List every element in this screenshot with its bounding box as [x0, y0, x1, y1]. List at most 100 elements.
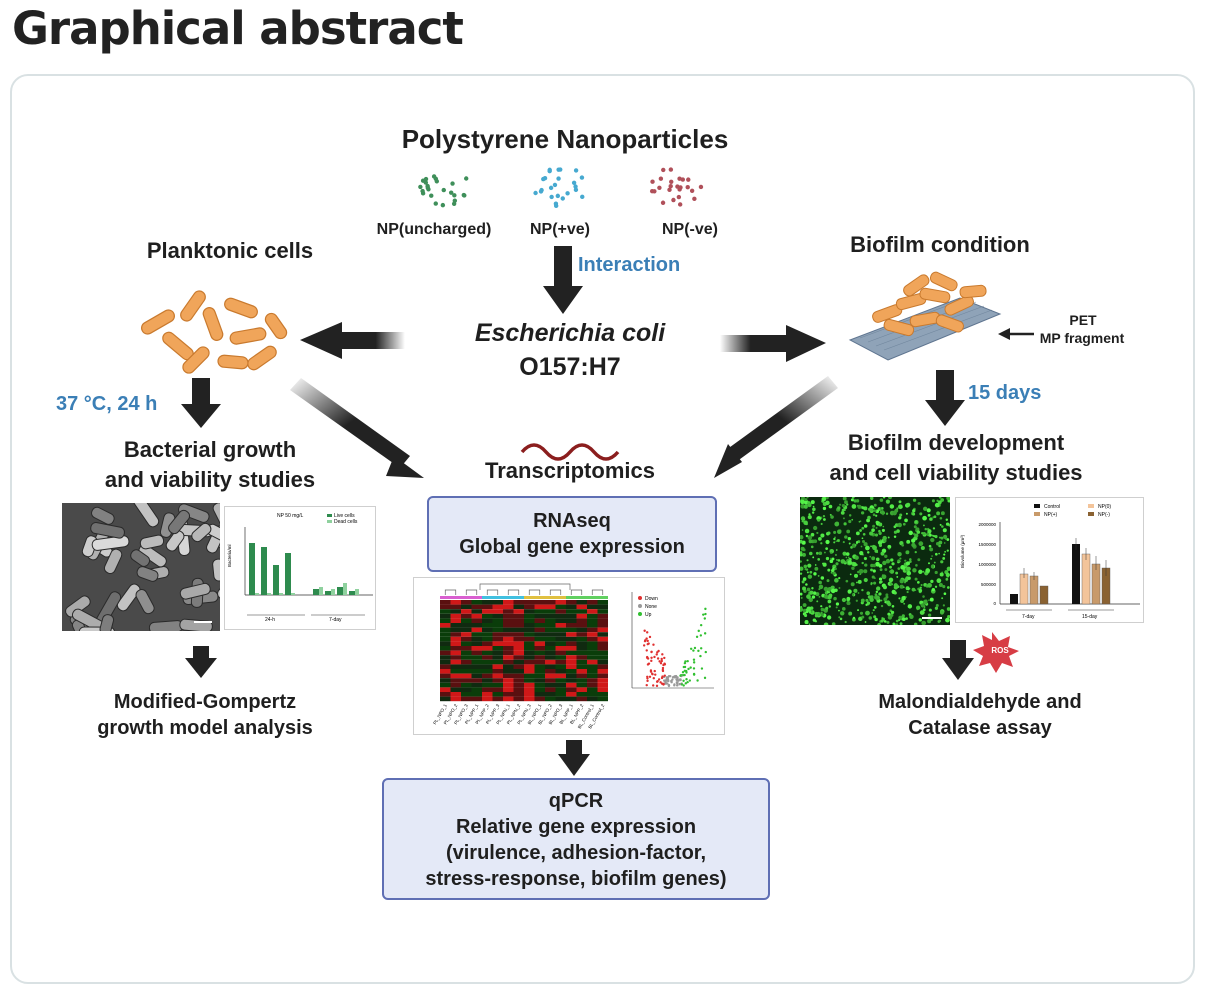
fluorescent-cell [800, 572, 803, 575]
heatmap-cell [566, 696, 577, 702]
volcano-point [643, 639, 647, 643]
heatmap-cell [534, 623, 545, 628]
fluorescent-cell [851, 593, 855, 596]
heatmap-cell [597, 613, 608, 619]
heatmap-cell [482, 659, 493, 665]
fluorescent-cell [800, 566, 804, 571]
fluorescent-cell [874, 593, 878, 596]
heatmap-cell [450, 678, 461, 683]
fluorescent-cell [807, 563, 812, 568]
fluorescent-cell [818, 551, 823, 556]
np-particle [573, 184, 578, 189]
heatmap-cell [524, 692, 535, 697]
np-particle [571, 180, 577, 185]
fluorescent-cell [922, 570, 925, 573]
fluorescent-cell [942, 557, 946, 560]
fluorescent-cell [820, 522, 823, 525]
dendrogram-branch [570, 589, 583, 595]
heatmap-cell [503, 669, 514, 674]
fluorescent-cell [946, 566, 950, 571]
planktonic-study-line1: Bacterial growth [123, 437, 297, 462]
fluorescent-cell [896, 575, 899, 578]
fluorescent-cell [881, 617, 886, 621]
heatmap-cell [471, 678, 482, 683]
fluorescent-cell [846, 596, 851, 601]
fluorescent-cell [874, 533, 879, 537]
fluorescent-cell [866, 518, 871, 523]
heatmap-cell [597, 627, 608, 633]
np-particle [441, 187, 446, 193]
fluorescent-cell [850, 582, 855, 587]
fluorescent-cell [927, 613, 932, 617]
np-particle [552, 182, 558, 188]
heatmap-cell [513, 673, 524, 679]
np-particle [573, 187, 579, 193]
heatmap-cell [555, 655, 566, 660]
fluorescent-cell [943, 542, 946, 544]
heatmap-cell [576, 678, 587, 683]
fluorescent-cell [818, 537, 822, 541]
heatmap-cell [461, 673, 472, 679]
heatmap-cell [524, 669, 535, 674]
fluorescent-cell [813, 539, 818, 544]
heatmap-group-bar [524, 596, 535, 599]
heatmap-cell [545, 609, 556, 614]
fluorescent-cell [863, 569, 868, 574]
volcano-point [656, 657, 660, 660]
fluorescent-cell [837, 506, 841, 510]
volcano-point [663, 662, 666, 665]
fluorescent-cell [897, 551, 902, 557]
heatmap-cell [545, 641, 556, 646]
fluorescent-cell [812, 591, 817, 595]
fluorescent-cell [863, 542, 868, 547]
volcano-point [683, 669, 687, 672]
heatmap-cell [597, 600, 608, 605]
fluorescent-cell [801, 529, 804, 531]
fluorescent-cell [896, 529, 900, 533]
fluorescent-cell [940, 511, 945, 516]
fluorescent-cell [870, 583, 873, 586]
volcano-point [662, 683, 665, 686]
fluorescent-cell [941, 525, 944, 528]
fluorescent-cell [943, 592, 947, 596]
heatmap-cell [513, 632, 524, 637]
fluorescent-cell [914, 520, 918, 524]
np-particle [580, 194, 585, 200]
fluorescent-cell [919, 586, 922, 590]
volcano-point [660, 659, 664, 663]
volcano-point [696, 679, 699, 682]
np-particle [555, 193, 561, 199]
heatmap-cell [566, 609, 577, 614]
heatmap-cell [450, 646, 461, 651]
fluorescent-cell [822, 506, 827, 511]
heatmap-cell [534, 604, 545, 610]
fluorescent-cell [901, 617, 906, 622]
fluorescent-cell [945, 572, 950, 578]
volcano-point [645, 649, 648, 652]
fluorescent-cell [852, 562, 857, 567]
volcano-point [700, 667, 704, 670]
fluorescent-cell [914, 577, 918, 581]
fluorescent-cell [867, 551, 870, 554]
fluorescent-cell [929, 517, 933, 521]
fluorescent-cell [928, 599, 930, 602]
fluorescent-cell [889, 565, 892, 569]
np-particle [547, 167, 552, 173]
volcano-point [681, 671, 685, 674]
heatmap-cell [545, 623, 556, 628]
fluorescent-cell [898, 516, 902, 520]
fluorescent-cell [820, 576, 825, 580]
fluorescent-cell [934, 535, 938, 539]
heatmap-cell [482, 646, 493, 651]
fluorescent-cell [904, 518, 908, 523]
heatmap-cell [587, 632, 598, 637]
dendrogram-branch [479, 583, 571, 590]
heatmap-group-bar [482, 596, 493, 599]
heatmap-cell [576, 682, 587, 688]
fluorescent-cell [892, 510, 897, 516]
fluorescent-cell [827, 615, 832, 620]
heatmap-cell [450, 641, 461, 646]
planktonic-title: Planktonic cells [146, 238, 314, 263]
heatmap-cell [440, 613, 451, 619]
fluorescent-cell [882, 497, 886, 499]
